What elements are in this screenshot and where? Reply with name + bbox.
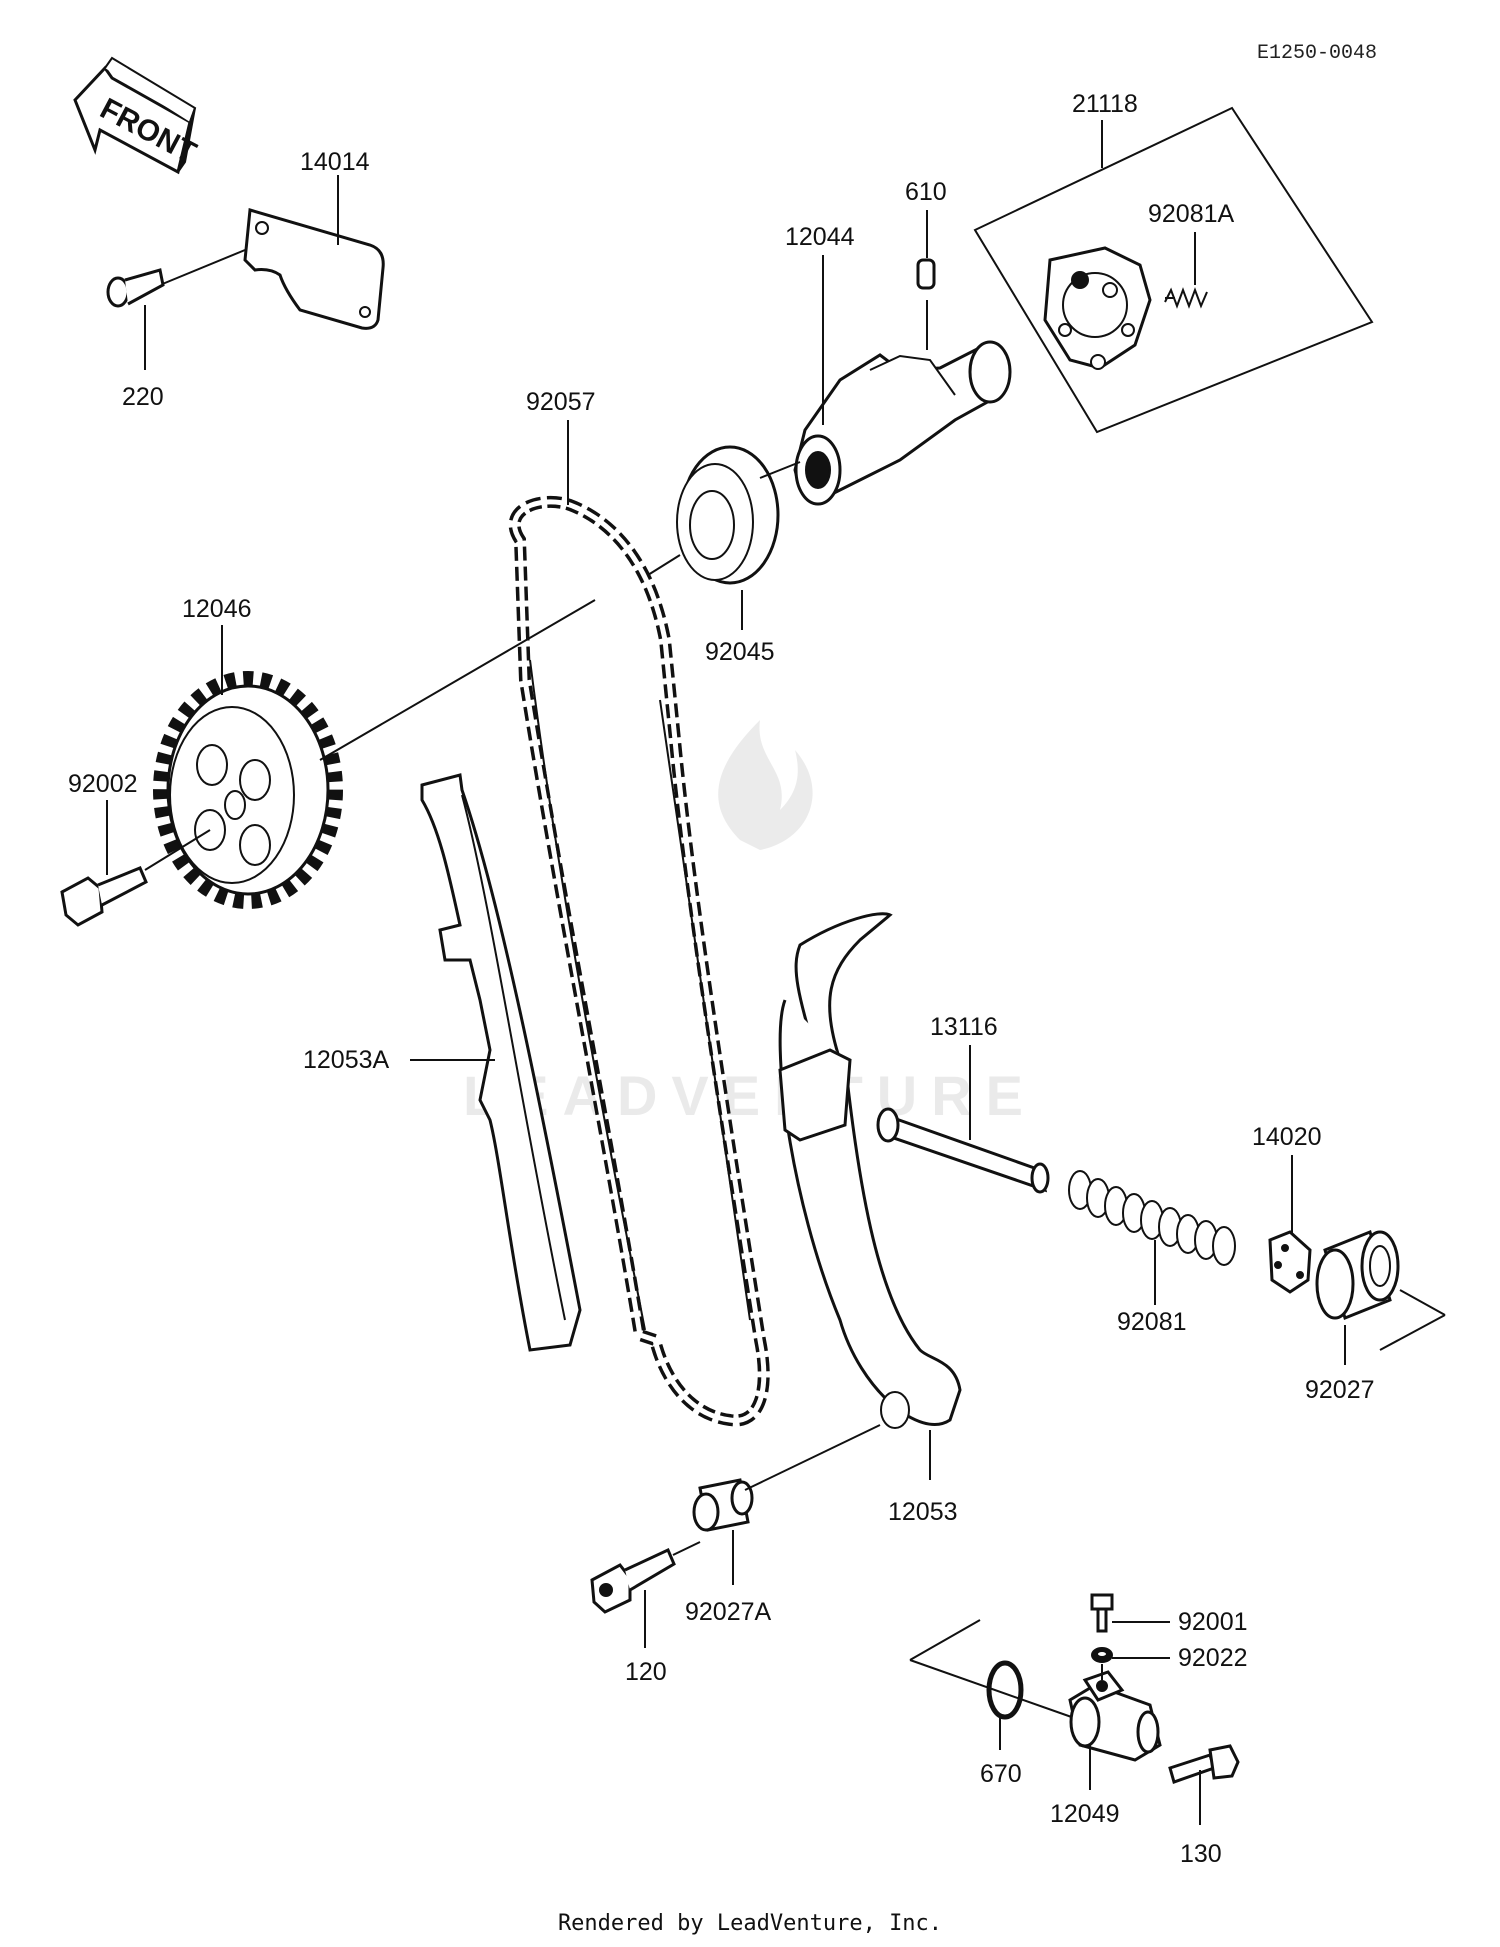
leader-92002-axis xyxy=(144,829,211,871)
label-92027: 92027 xyxy=(1305,1376,1375,1404)
part-92081A-spring xyxy=(1164,287,1208,309)
leader-12049-axis xyxy=(909,1659,1081,1721)
part-14020-spring-cap xyxy=(1268,1230,1312,1294)
label-92027A: 92027A xyxy=(685,1598,772,1626)
leader-12046-axis xyxy=(319,599,596,761)
label-12053A: 12053A xyxy=(303,1046,390,1074)
label-21118: 21118 xyxy=(1072,90,1138,118)
label-14020: 14020 xyxy=(1252,1123,1322,1151)
leader-92027A-axis xyxy=(744,1424,881,1491)
label-92022: 92022 xyxy=(1178,1644,1248,1672)
part-92001-bolt xyxy=(1090,1593,1114,1633)
label-92081A: 92081A xyxy=(1148,200,1235,228)
leader-92027-c xyxy=(1379,1314,1446,1351)
leader-92045-axis2 xyxy=(759,461,801,479)
part-92022-washer xyxy=(1091,1647,1113,1663)
label-13116: 13116 xyxy=(930,1013,998,1041)
leader-120-axis xyxy=(672,1541,701,1556)
part-130-bolt xyxy=(1168,1744,1240,1784)
part-92057-cam-chain xyxy=(508,495,770,1427)
label-130: 130 xyxy=(1180,1840,1222,1868)
footer-credit: Rendered by LeadVenture, Inc. xyxy=(558,1911,942,1936)
leader-12049-axis-top xyxy=(909,1619,981,1661)
part-92002-bolt xyxy=(60,866,148,927)
label-92081: 92081 xyxy=(1117,1308,1187,1336)
label-92045: 92045 xyxy=(705,638,775,666)
part-92027-collar xyxy=(1315,1229,1400,1321)
watermark-text: LEADVENTURE xyxy=(463,1064,1037,1127)
part-670-o-ring xyxy=(986,1660,1024,1720)
drawing-code: E1250-0048 xyxy=(1257,42,1377,65)
label-12046: 12046 xyxy=(182,595,252,623)
label-670: 670 xyxy=(980,1760,1022,1788)
part-21118-box xyxy=(973,106,1374,434)
part-12046-cam-sprocket xyxy=(153,671,343,909)
label-92002: 92002 xyxy=(68,770,138,798)
part-610-dowel-pin xyxy=(916,258,936,290)
part-12049-cam-chain-tensioner xyxy=(1068,1670,1162,1762)
part-12053-tensioner-arm xyxy=(778,912,962,1429)
part-21118-advancer-plate xyxy=(1043,246,1152,370)
label-92057: 92057 xyxy=(526,388,596,416)
part-220-screw xyxy=(106,268,165,308)
part-120-socket-bolt xyxy=(590,1547,676,1614)
leadventure-watermark: LEADVENTURE xyxy=(463,720,1037,1127)
part-12053A-chain-guide xyxy=(420,773,582,1352)
part-12044-camshaft xyxy=(793,340,1012,506)
label-120: 120 xyxy=(625,1658,667,1686)
label-610: 610 xyxy=(905,178,947,206)
front-arrow-icon: FRONT xyxy=(73,56,201,175)
part-13116-pivot-shaft xyxy=(876,1107,1050,1194)
part-14014-bracket xyxy=(243,208,385,330)
part-92027A-collar xyxy=(692,1478,754,1532)
label-220: 220 xyxy=(122,383,164,411)
label-14014: 14014 xyxy=(300,148,370,176)
part-92045-ball-bearing xyxy=(676,445,780,585)
label-12044: 12044 xyxy=(785,223,855,251)
part-92081-tensioner-spring xyxy=(1068,1170,1236,1266)
leader-14014-screw xyxy=(159,249,246,286)
label-12049: 12049 xyxy=(1050,1800,1120,1828)
label-12053: 12053 xyxy=(888,1498,958,1526)
leader-92027-b xyxy=(1399,1289,1446,1316)
label-92001: 92001 xyxy=(1178,1608,1248,1636)
